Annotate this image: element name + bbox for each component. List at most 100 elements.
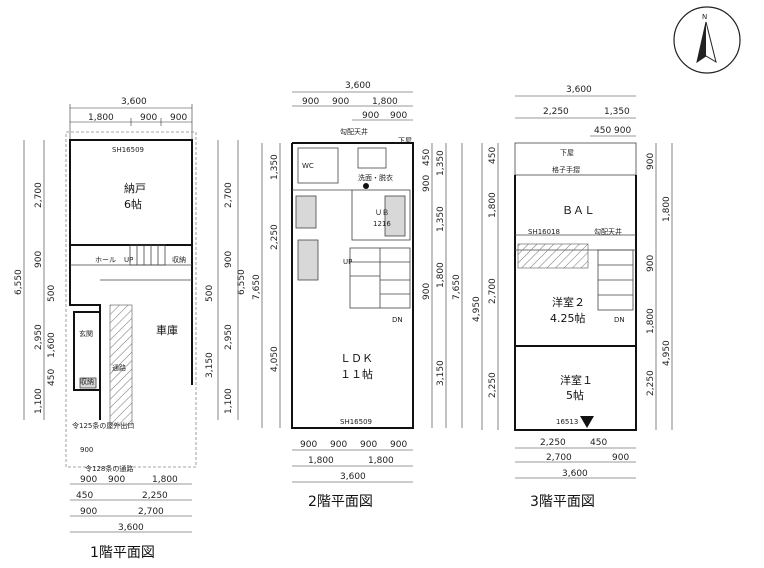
floor3-top-row-2: 1,350	[604, 107, 630, 117]
floor1-right-part-3: 500	[205, 285, 215, 302]
floor1-right-part-1: 2,700	[224, 182, 234, 208]
floor2-right-part-6: 3,150	[436, 360, 446, 386]
floor2-wc-label: WC	[302, 162, 314, 170]
floor1-storage-size: 6帖	[124, 198, 142, 211]
floor1-bottom-1c: 1,800	[152, 475, 178, 485]
floor2-bottom-1: 900	[300, 440, 317, 450]
floor3-railing-label: 格子手摺	[552, 165, 580, 174]
floor2-left-total: 7,650	[252, 274, 262, 300]
floor3-bottom-row-2: 450	[590, 438, 607, 448]
floor2-ldk-size: １１帖	[340, 368, 373, 381]
floor2-top-total: 3,600	[345, 81, 371, 91]
floor1-bottom-2a: 450	[76, 491, 93, 501]
floor1-bottom-3a: 900	[80, 507, 97, 517]
floor3-western2-size: 4.25帖	[550, 312, 586, 325]
floor2-dn-label: DN	[392, 316, 403, 324]
floor2-top-sub-1: 900	[362, 111, 379, 121]
floor2-bottom-2: 900	[330, 440, 347, 450]
floor3-bottom-total: 3,600	[562, 469, 588, 479]
floor1-right-part-4: 2,950	[224, 324, 234, 350]
floor1-note-width: 900	[80, 446, 93, 454]
floor1-note-exit: 令125条の屋外出口	[72, 421, 134, 430]
floor3-top-sub-2: 900	[614, 126, 631, 136]
floor1-bottom-total: 3,600	[118, 523, 144, 533]
floor1-bottom-1b: 900	[108, 475, 125, 485]
floor2-bottom-4: 900	[390, 440, 407, 450]
floor1-right-part-2: 900	[224, 251, 234, 268]
floor2-right-part-3: 1,350	[436, 150, 446, 176]
floor2-left-part-3: 4,050	[270, 346, 280, 372]
floor1-hall-label: ホール	[95, 256, 116, 264]
floor2-right-part-2: 900	[422, 175, 432, 192]
floor3-sh-label: SH16018	[528, 228, 560, 236]
floor1-top-total: 3,600	[121, 97, 147, 107]
floor1-sh-label: SH16509	[112, 146, 144, 154]
floor2-title: 2階平面図	[308, 494, 373, 510]
floor3-code-label: 16513	[556, 418, 578, 426]
floor3-ceiling-label: 勾配天井	[594, 227, 622, 236]
floor1-left-part-3: 500	[47, 285, 57, 302]
floor3-left-part-3: 2,700	[488, 278, 498, 304]
floor3-western2-label: 洋室２	[552, 295, 585, 309]
floor1-left-total: 6,550	[14, 269, 24, 295]
floor2-top-part-3: 1,800	[372, 97, 398, 107]
floor3-plan: 3,600 2,250 1,350 450 900 下屋 格子手摺 ＢＡＬ SH…	[472, 85, 673, 510]
floor1-garage-label: 車庫	[156, 323, 178, 337]
floor3-left-total: 4,950	[472, 296, 482, 322]
floor2-plan: 3,600 900 900 1,800 900 900 勾配天井 下屋 ＵＢ 1…	[252, 81, 463, 510]
floor2-right-part-4: 1,800	[436, 262, 446, 288]
floor3-right-total: 4,950	[662, 340, 672, 366]
floor2-bottom-mid-2: 1,800	[368, 456, 394, 466]
floor3-right-part-3: 900	[646, 255, 656, 272]
floor1-right-part-5: 3,150	[205, 352, 215, 378]
floor1-top-part-2: 900	[140, 113, 157, 123]
floor3-right-part-2: 1,800	[662, 196, 672, 222]
floor3-top-row-1: 2,250	[543, 107, 569, 117]
floor1-storage-label: 納戸	[124, 182, 146, 195]
floor2-top-part-1: 900	[302, 97, 319, 107]
floor2-wash-label: 洗面・脱衣	[358, 173, 393, 182]
floor3-left-part-1: 450	[488, 147, 498, 164]
floor3-western1-label: 洋室１	[560, 373, 593, 387]
floor1-right-part-6: 1,100	[224, 388, 234, 414]
floor2-ceiling-label: 勾配天井	[340, 127, 368, 136]
floor3-bottom-mid-1: 2,700	[546, 453, 572, 463]
floor1-up-label: UP	[124, 256, 133, 264]
floor2-ub-label: ＵＢ	[375, 209, 389, 217]
floor1-right-total: 6,550	[237, 269, 247, 295]
floor2-bottom-3: 900	[360, 440, 377, 450]
floor3-bottom-row-1: 2,250	[540, 438, 566, 448]
floor1-left-part-4: 1,600	[47, 332, 57, 358]
floor3-title: 3階平面図	[530, 494, 595, 510]
floor2-top-sub-2: 900	[390, 111, 407, 121]
floor3-bottom-mid-2: 900	[612, 453, 629, 463]
floor3-right-part-5: 2,250	[646, 370, 656, 396]
floor2-right-inner: 1,350	[436, 206, 446, 232]
floor2-right-total: 7,650	[452, 274, 462, 300]
floor2-left-part-2: 2,250	[270, 224, 280, 250]
floor2-lower-label: 下屋	[398, 137, 412, 145]
floor2-up-label: UP	[343, 258, 352, 266]
floor1-bottom-1a: 900	[80, 475, 97, 485]
floor2-ub-size: 1216	[373, 220, 391, 228]
floor1-top-part-3: 900	[170, 113, 187, 123]
floor2-sh-label: SH16509	[340, 418, 372, 426]
floor2-ldk-label: ＬＤＫ	[340, 352, 373, 365]
floor3-bal-label: ＢＡＬ	[562, 204, 595, 217]
floor3-top-sub-1: 450	[594, 126, 611, 136]
floor3-right-part-4: 1,800	[646, 308, 656, 334]
floor1-passage-label: 通路	[112, 363, 126, 372]
floor1-left-part-6: 1,100	[34, 388, 44, 414]
floor2-right-part-1: 450	[422, 149, 432, 166]
floor3-dn-label: DN	[614, 316, 625, 324]
floor1-plan: 3,600 1,800 900 900 SH16509 納戸 6帖 ホール UP…	[14, 97, 247, 561]
floor1-left-part-5: 450	[47, 369, 57, 386]
floor1-shoebox-label: 収納	[80, 377, 94, 386]
floor2-bottom-total: 3,600	[340, 472, 366, 482]
floor1-left-part-2: 900	[34, 251, 44, 268]
floor1-bottom-2b: 2,250	[142, 491, 168, 501]
floor1-closet-label: 収納	[172, 255, 186, 264]
floor2-left-part-1: 1,350	[270, 154, 280, 180]
floor1-note-passage: 令128条の通路	[85, 464, 133, 473]
